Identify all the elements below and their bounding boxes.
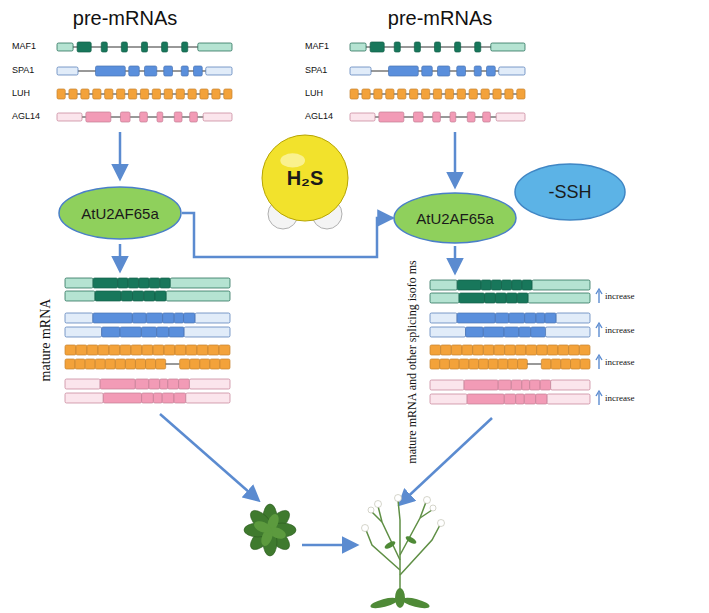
molecule-ball: H₂S bbox=[261, 134, 349, 222]
gene-name: LUH bbox=[305, 89, 323, 99]
mature-mrna-structure bbox=[65, 327, 230, 337]
rosette-plant bbox=[244, 504, 296, 556]
flowering-plant bbox=[362, 495, 445, 611]
mature-mrna-structure bbox=[65, 313, 230, 323]
panel-heading: pre-mRNAs bbox=[73, 7, 177, 29]
axis-label: mature mRNA and other splicing isofo ms bbox=[406, 260, 419, 463]
pre-mrna-structure bbox=[57, 112, 232, 122]
change-note: increase bbox=[605, 326, 634, 336]
mature-mrna-structure bbox=[65, 393, 230, 403]
gene-name: SPA1 bbox=[12, 66, 34, 76]
axis-label: mature mRNA bbox=[38, 299, 53, 382]
mature-mrna-structure bbox=[65, 291, 230, 301]
pre-mrna-structure bbox=[350, 66, 525, 76]
pre-mrna-structure bbox=[350, 42, 525, 52]
mature-mrna-structure bbox=[430, 280, 590, 290]
gene-name: SPA1 bbox=[305, 66, 327, 76]
flow-arrow bbox=[119, 244, 122, 270]
gene-name: AGL14 bbox=[12, 112, 40, 122]
gene-name: LUH bbox=[12, 89, 30, 99]
modification-ellipse: -SSH bbox=[514, 163, 626, 221]
change-note: increase bbox=[605, 394, 634, 404]
mature-mrna-structure bbox=[65, 345, 230, 355]
pre-mrna-structure bbox=[57, 89, 232, 99]
flow-arrow bbox=[182, 213, 393, 257]
mature-mrna-structure bbox=[65, 278, 230, 288]
mature-mrna-structure bbox=[430, 313, 590, 323]
panel-heading: pre-mRNAs bbox=[388, 7, 492, 29]
pre-mrna-structure bbox=[350, 89, 525, 99]
mature-mrna-structure bbox=[430, 359, 590, 369]
mature-mrna-structure bbox=[65, 359, 230, 369]
mature-mrna-structure bbox=[430, 327, 590, 337]
change-note: increase bbox=[605, 292, 634, 302]
protein-ellipse: AtU2AF65a bbox=[393, 192, 517, 244]
change-note: increase bbox=[605, 358, 634, 368]
node-label: -SSH bbox=[548, 182, 591, 203]
gene-name: MAF1 bbox=[12, 42, 36, 52]
gene-name: MAF1 bbox=[305, 42, 329, 52]
mature-mrna-structure bbox=[430, 345, 590, 355]
mature-mrna-structure bbox=[430, 380, 590, 390]
flow-arrow bbox=[454, 132, 457, 186]
mature-mrna-structure bbox=[430, 293, 590, 303]
mature-mrna-structure bbox=[430, 394, 590, 404]
pre-mrna-structure bbox=[57, 42, 232, 52]
increase-arrow bbox=[596, 289, 602, 405]
flow-arrow bbox=[454, 246, 457, 272]
node-label: H₂S bbox=[287, 167, 324, 190]
flow-arrow bbox=[119, 132, 122, 178]
flow-arrow bbox=[160, 414, 258, 500]
flow-arrow bbox=[302, 544, 356, 547]
mature-mrna-structure bbox=[65, 379, 230, 389]
node-label: AtU2AF65a bbox=[416, 210, 494, 227]
node-label: AtU2AF65a bbox=[81, 205, 159, 222]
protein-ellipse: AtU2AF65a bbox=[58, 186, 182, 240]
gene-name: AGL14 bbox=[305, 112, 333, 122]
pre-mrna-structure bbox=[57, 66, 232, 76]
pre-mrna-structure bbox=[350, 112, 525, 122]
